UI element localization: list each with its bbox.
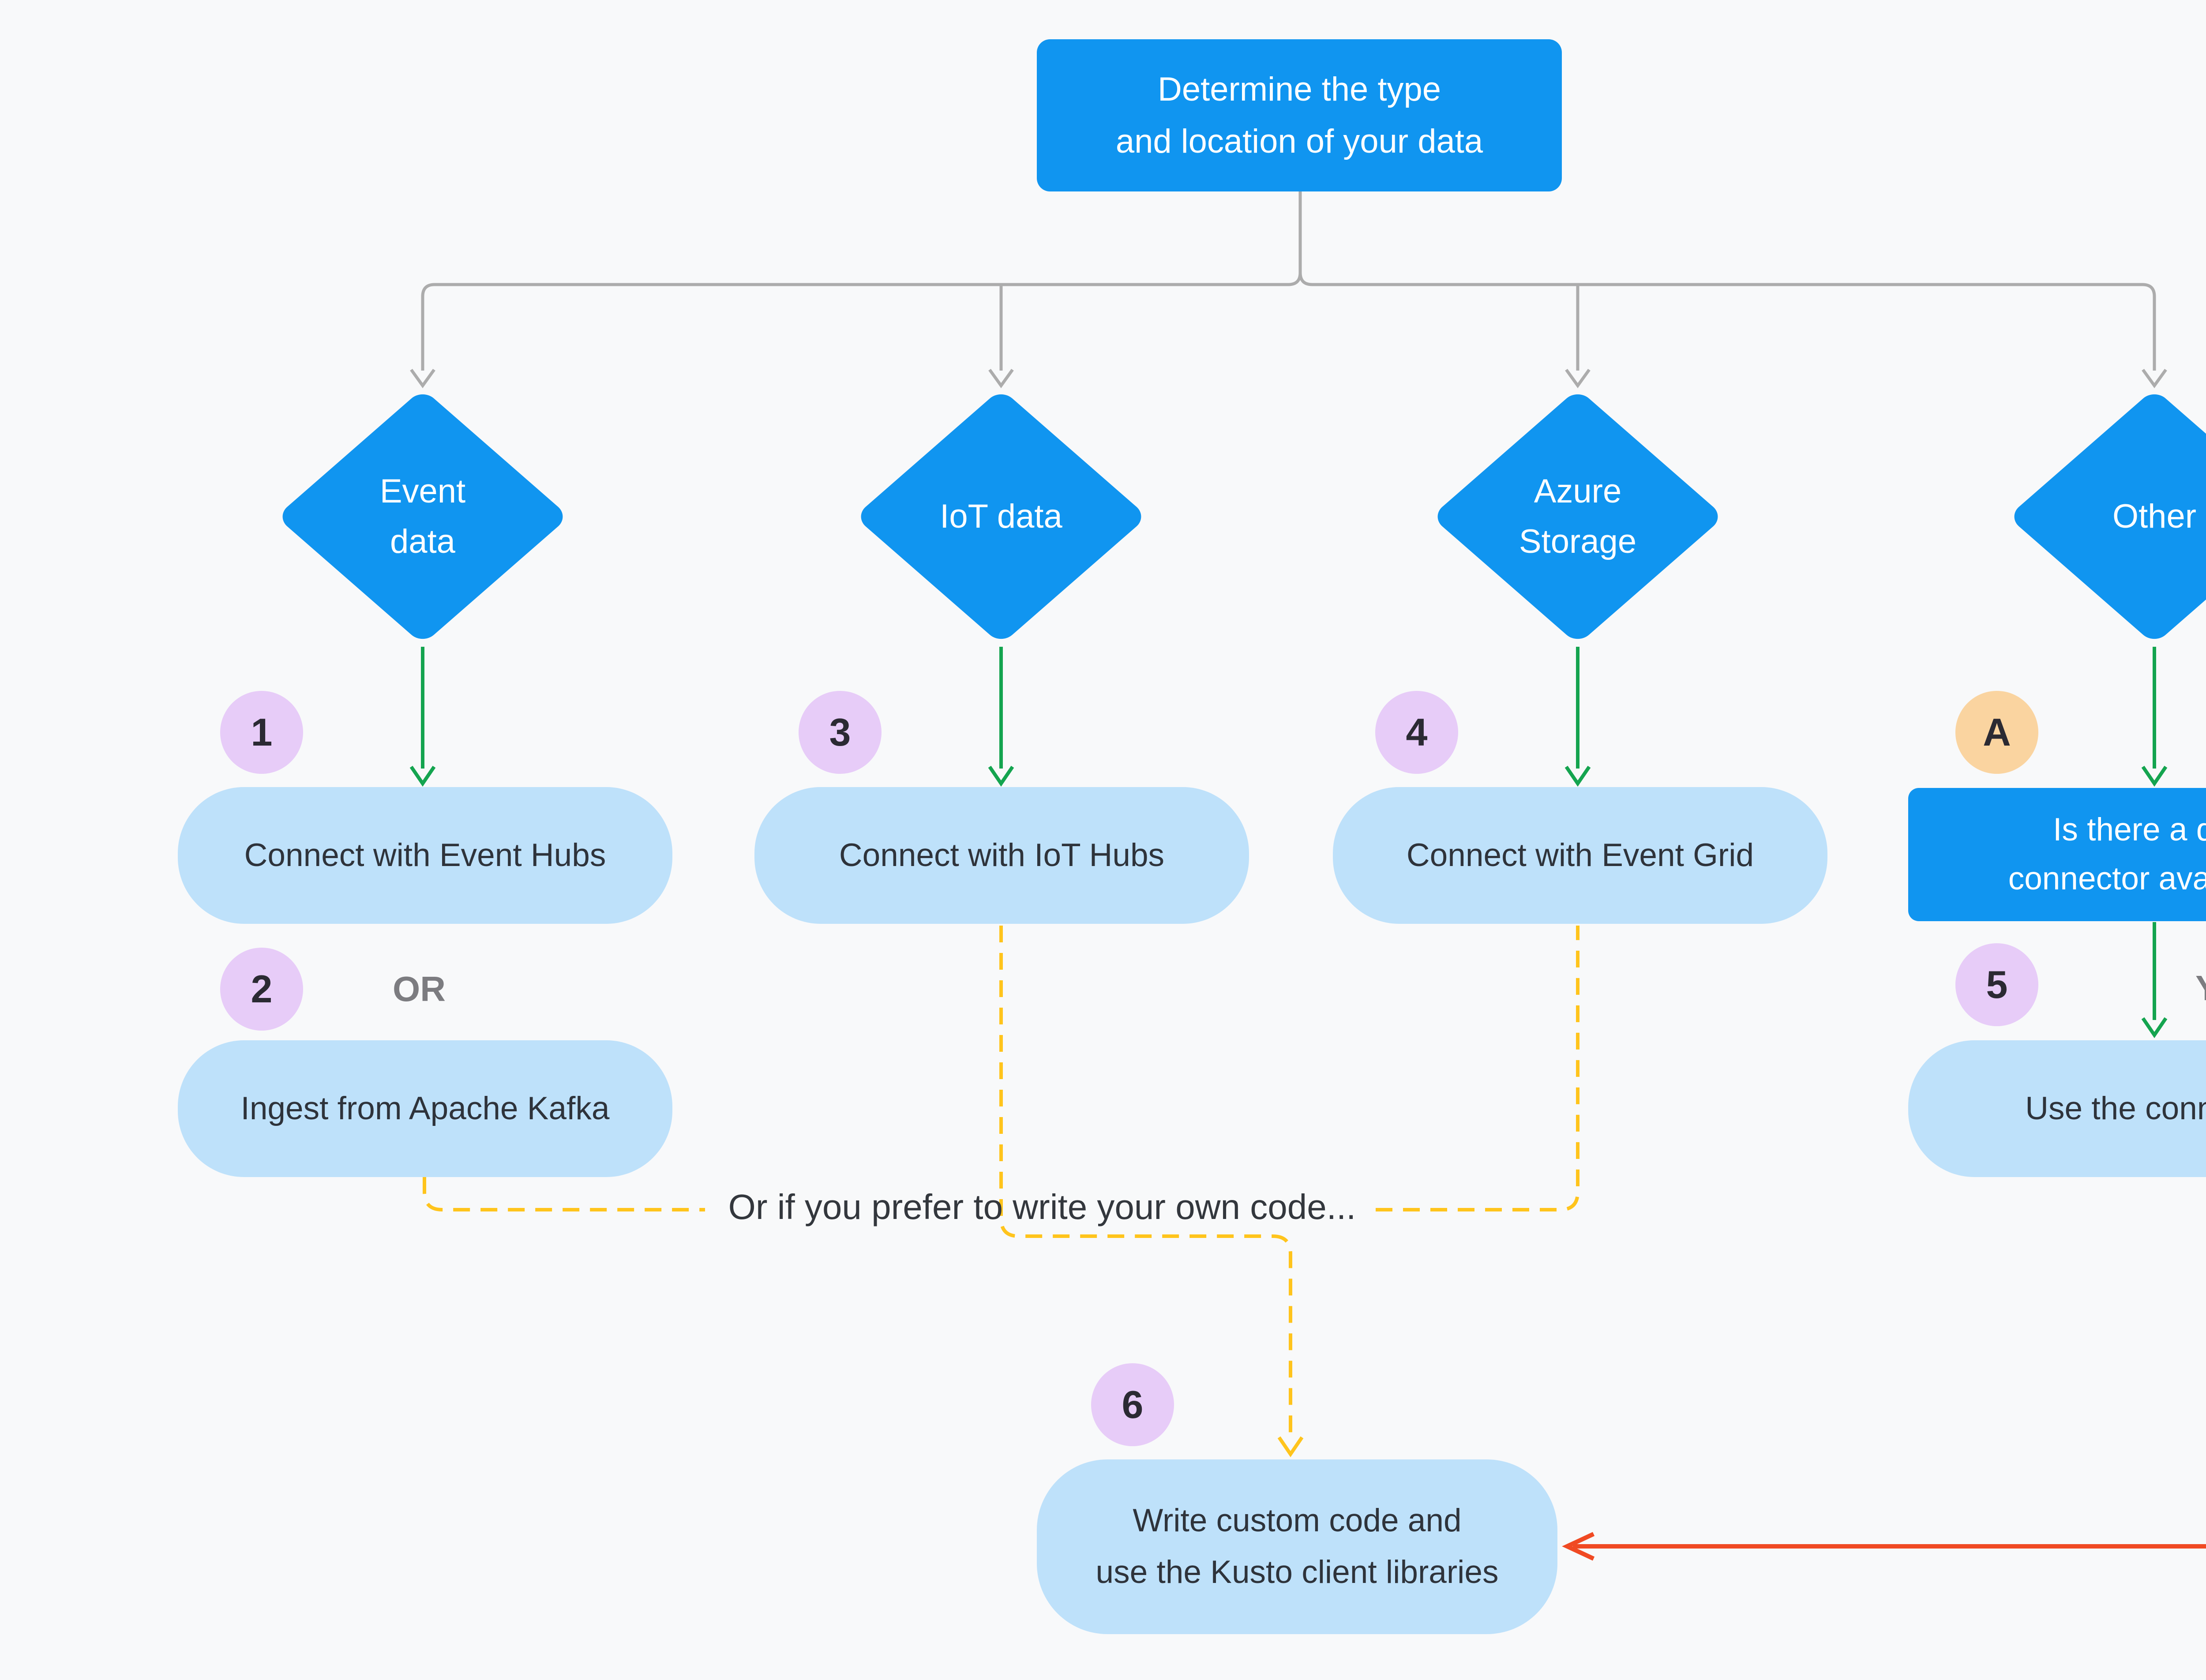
gray-arrowhead-azure	[1565, 368, 1591, 388]
diamond-azure-storage-label: Azure Storage	[1519, 472, 1637, 560]
gray-arrowhead-event	[410, 368, 435, 388]
badge-4: 4	[1375, 691, 1458, 774]
box-write-custom-code: Write custom code and use the Kusto clie…	[1037, 1459, 1557, 1634]
gray-branch-connectors	[410, 191, 2167, 388]
custom-code-note: Or if you prefer to write your own code.…	[728, 1187, 1356, 1226]
green-arrowhead-yes	[2141, 1017, 2168, 1039]
box-connect-event-grid: Connect with Event Grid	[1333, 787, 1827, 924]
badge-5-label: 5	[1986, 963, 2008, 1006]
green-arrowhead-azure	[1564, 765, 1591, 787]
green-arrowhead-other	[2141, 765, 2168, 787]
red-arrowhead-custom	[1562, 1532, 1595, 1561]
badge-1-label: 1	[251, 710, 273, 754]
box-data-connector-question-label: Is there a data connector available?	[2008, 812, 2206, 896]
green-arrowhead-iot	[988, 765, 1014, 787]
badge-a-label: A	[1983, 710, 2011, 754]
root-node-label: Determine the type and location of your …	[1115, 70, 1483, 160]
box-connect-event-hubs-label: Connect with Event Hubs	[244, 837, 606, 874]
box-use-the-connector-label: Use the connector	[2025, 1091, 2206, 1127]
box-write-custom-code-label: Write custom code and use the Kusto clie…	[1095, 1503, 1499, 1590]
box-connect-iot-hubs-label: Connect with IoT Hubs	[839, 837, 1165, 874]
badge-1: 1	[220, 691, 303, 774]
yellow-path-iot-to-custom	[999, 926, 1292, 1439]
diamond-azure-storage: Azure Storage	[1431, 388, 1725, 645]
box-data-connector-question: Is there a data connector available?	[1908, 788, 2206, 921]
red-line-no	[1573, 1544, 2206, 1549]
root-branch-right-line	[1298, 272, 2156, 371]
gray-arrowhead-iot	[988, 368, 1014, 388]
yellow-arrowhead-custom	[1277, 1436, 1304, 1458]
diamond-event-data: Event data	[276, 388, 570, 645]
box-ingest-apache-kafka-label: Ingest from Apache Kafka	[240, 1091, 610, 1127]
yellow-path-event-grid	[1376, 926, 1579, 1211]
yes-label: Yes	[2195, 968, 2206, 1009]
yellow-dashed-paths	[423, 926, 1579, 1458]
box-connect-event-grid-label: Connect with Event Grid	[1406, 837, 1754, 874]
root-node-determine-data: Determine the type and location of your …	[1037, 39, 1562, 191]
gray-arrowhead-other	[2142, 368, 2167, 388]
box-connect-event-hubs: Connect with Event Hubs	[178, 787, 672, 924]
badge-6: 6	[1091, 1363, 1174, 1446]
box-use-the-connector: Use the connector	[1908, 1040, 2206, 1177]
badge-2-label: 2	[251, 967, 273, 1011]
box-connect-iot-hubs: Connect with IoT Hubs	[754, 787, 1249, 924]
badge-6-label: 6	[1122, 1383, 1144, 1426]
badge-5: 5	[1955, 943, 2038, 1026]
diamond-event-data-label: Event data	[379, 472, 466, 560]
badge-3-label: 3	[829, 710, 851, 754]
diamond-iot-data: IoT data	[854, 388, 1148, 645]
green-arrows	[409, 647, 2168, 1039]
yellow-path-kafka	[423, 1177, 705, 1211]
root-branch-left-line	[421, 191, 1302, 371]
badge-3: 3	[799, 691, 882, 774]
red-no-path	[1562, 1532, 2206, 1561]
diamond-iot-data-label: IoT data	[940, 498, 1062, 535]
badge-4-label: 4	[1406, 710, 1428, 754]
badge-2: 2	[220, 948, 303, 1031]
badge-a: A	[1955, 691, 2038, 774]
or-label: OR	[393, 969, 446, 1009]
diamond-other: Other	[2007, 388, 2206, 645]
green-arrowhead-event	[409, 765, 436, 787]
box-ingest-apache-kafka: Ingest from Apache Kafka	[178, 1040, 672, 1177]
diamond-other-label: Other	[2112, 498, 2197, 535]
